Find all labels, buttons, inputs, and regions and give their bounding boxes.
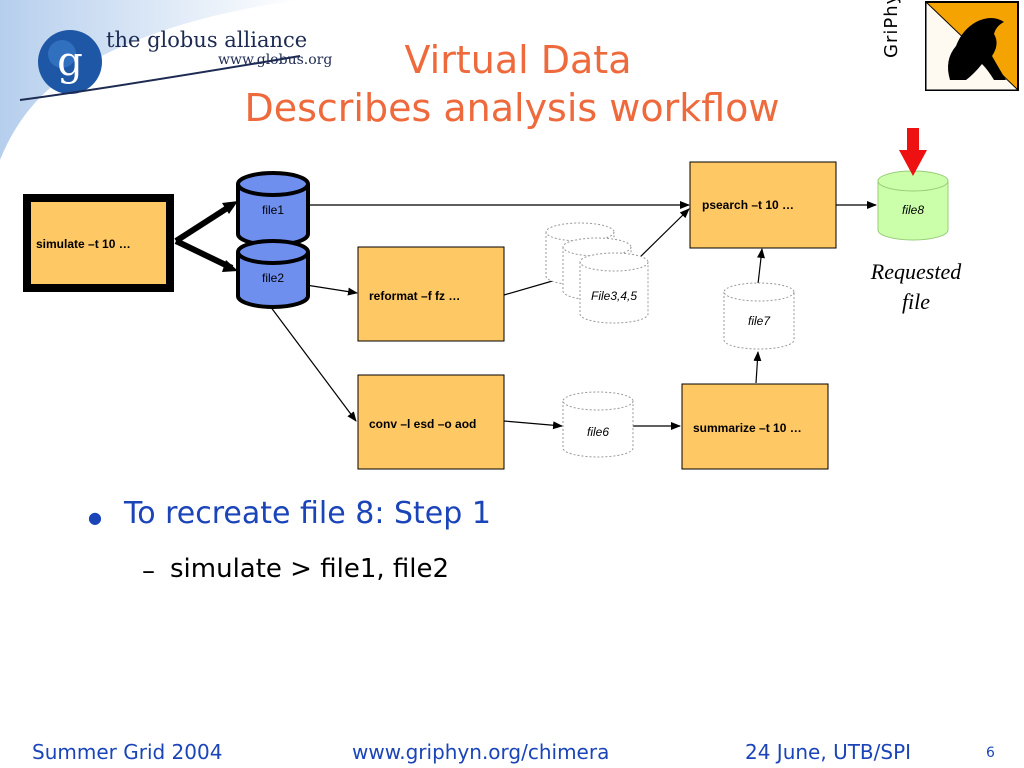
reformat-label: reformat –f fz …: [369, 289, 461, 303]
summarize-box: [681, 383, 829, 470]
conv-to-file6-arrow: [503, 420, 563, 430]
sub-bullet-text: simulate > file1, file2: [170, 554, 450, 584]
file1-cylinder: [236, 171, 310, 247]
file1-label: file1: [261, 203, 284, 217]
summarize-to-file7-arrow: [753, 351, 762, 384]
requested-file-label: Requested file: [870, 259, 962, 314]
file8-cylinder: [877, 170, 949, 241]
footer-url: www.griphyn.org/chimera: [352, 740, 610, 764]
bullet-text: To recreate file 8: Step 1: [124, 496, 491, 531]
file6-cylinder: [562, 391, 634, 458]
file7-cylinder: [723, 282, 795, 350]
sub-bullet-dash: –: [142, 556, 155, 586]
psearch-box: [689, 161, 837, 249]
conv-label: conv –l esd –o aod: [369, 417, 477, 431]
file345-stack: [545, 222, 649, 324]
file2-to-conv-arrow: [269, 305, 357, 422]
file7-label: file7: [747, 314, 770, 328]
file345-to-psearch-arrow: [632, 208, 690, 265]
requested-arrow: [899, 128, 927, 176]
simulate-label: simulate –t 10 …: [36, 237, 131, 251]
footer-date: 24 June, UTB/SPI: [745, 740, 912, 764]
file345-label: File3,4,5: [590, 289, 638, 303]
file2-cylinder: [236, 239, 310, 309]
svg-text:g: g: [57, 39, 83, 85]
psearch-label: psearch –t 10 …: [702, 198, 795, 212]
file2-label: file2: [261, 271, 284, 285]
globus-logo: g: [19, 30, 301, 101]
simulate-box: [31, 202, 166, 284]
slide-title: Virtual Data: [404, 38, 632, 82]
globus-logo-url: www.globus.org: [218, 52, 333, 68]
bullet-dot: ●: [88, 508, 102, 527]
file7-to-psearch-arrow: [757, 248, 765, 285]
file6-label: file6: [586, 425, 609, 439]
simulate-to-file2-arrow: [174, 238, 234, 271]
summarize-label: summarize –t 10 …: [693, 421, 802, 435]
file2-to-reformat-arrow: [305, 284, 358, 296]
slide-subtitle: Describes analysis workflow: [244, 86, 780, 130]
workflow-connectors: [174, 201, 877, 430]
simulate-to-file1-arrow: [174, 202, 234, 244]
conv-box: [357, 374, 505, 470]
griphyn-logo: [925, 0, 1020, 91]
reformat-box: [357, 246, 505, 342]
file8-label: file8: [901, 203, 924, 217]
page-number: 6: [986, 745, 995, 761]
globus-logo-name: the globus alliance: [106, 28, 308, 52]
footer-event: Summer Grid 2004: [32, 740, 223, 764]
